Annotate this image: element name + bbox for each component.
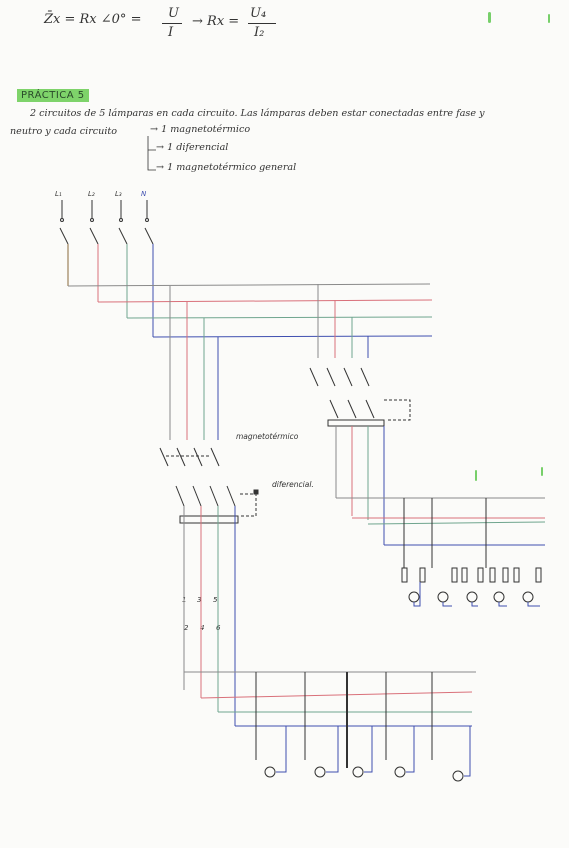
green-mark [475,470,477,481]
formula-frac2-den: I₂ [254,25,265,40]
green-mark [488,12,491,23]
general-breaker [59,200,154,245]
practice-title: PRÁCTICA 5 [17,89,89,102]
mag-bottom-2: 2 [184,624,189,632]
c1-magnetotermico [159,447,220,467]
c2-lamps [401,498,542,603]
c1-diferencial [175,485,259,524]
formula-frac2-num: U₄ [250,6,267,21]
formula-left: Z̄x = Rx ∠0° = [44,12,142,27]
list-item-magneto-general: → 1 magnetotérmico general [156,162,297,173]
formula-arrow: → Rx = [192,14,240,29]
label-diferencial: diferencial. [272,480,314,489]
formula-frac1-den: I [168,25,174,40]
mag-terminal-3: 3 [197,596,202,604]
c2-diferencial [327,399,411,427]
description-line-1: 2 circuitos de 5 lámparas en cada circui… [30,108,485,119]
c2-magnetotermico [309,367,370,387]
c1-lamps [255,672,464,782]
terminal-n: N [141,190,147,198]
mag-bottom-4: 4 [200,624,205,632]
green-mark [548,14,550,23]
terminal-l3: L₃ [115,190,122,198]
formula-frac1-num: U [168,6,179,21]
description-line-2: neutro y cada circuito [10,126,118,137]
green-mark [541,467,543,476]
list-item-diferencial: → 1 diferencial [156,142,229,153]
formula-frac1-bar [162,23,182,24]
formula-frac2-bar [248,23,276,24]
terminal-l2: L₂ [88,190,95,198]
label-magnetotermico: magnetotérmico [236,432,299,441]
list-item-magneto: → 1 magnetotérmico [150,124,251,135]
mag-terminal-5: 5 [213,596,218,604]
terminal-l1: L₁ [55,190,62,198]
